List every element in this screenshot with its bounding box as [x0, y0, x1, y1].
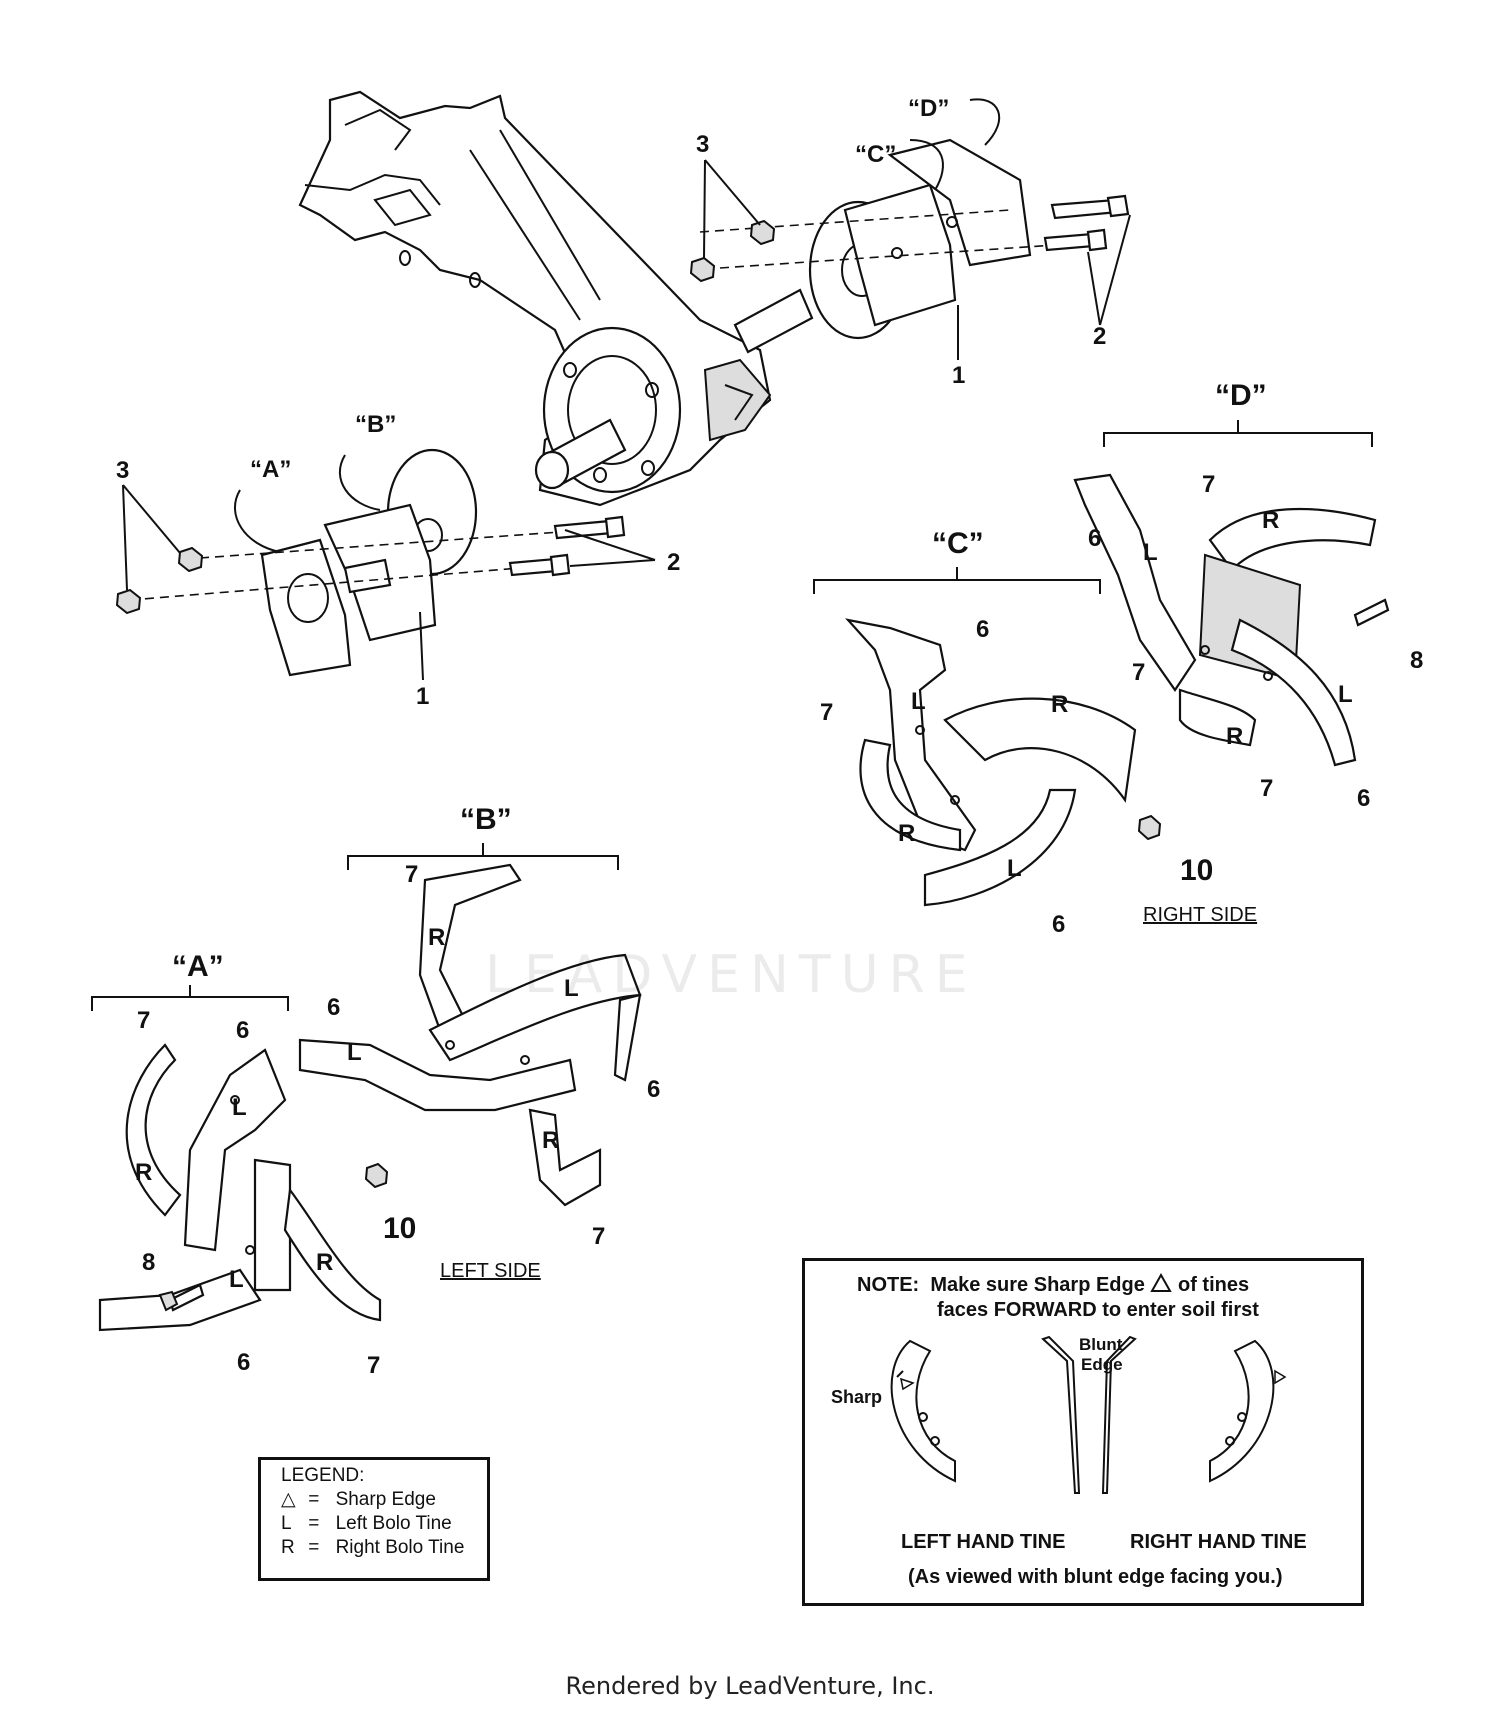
- label-8-d: 8: [1410, 647, 1423, 674]
- legend-item-right: R = Right Bolo Tine: [281, 1536, 487, 1560]
- callout-labels: “D” “C” 3 2 1 “B” “A” 3 2 1 “D” “C” “B” …: [116, 95, 1423, 1379]
- left-hub-assembly: [115, 448, 626, 677]
- tine-cluster-c: [844, 618, 1137, 907]
- legend-text: Sharp Edge: [335, 1489, 436, 1510]
- label-6-a-low: 6: [237, 1349, 250, 1376]
- label-6-a: 6: [236, 1017, 249, 1044]
- note-blunt-label-2: Edge: [1081, 1355, 1123, 1374]
- group-d-header: “D”: [1215, 379, 1267, 412]
- assembly-arrows: [234, 98, 1001, 553]
- legend-symbol: △: [281, 1489, 296, 1510]
- label-8-a: 8: [142, 1249, 155, 1276]
- note-line-1: NOTE: Make sure Sharp Edge of tines: [857, 1272, 1250, 1297]
- note-viewed-caption: (As viewed with blunt edge facing you.): [908, 1566, 1283, 1588]
- right-hub-assembly: [689, 138, 1130, 340]
- tine-letter-l-c2: L: [1007, 855, 1022, 882]
- note-line-2: faces FORWARD to enter soil first: [937, 1299, 1259, 1321]
- legend-equals: =: [308, 1489, 320, 1510]
- label-6-c: 6: [976, 616, 989, 643]
- label-6-b: 6: [327, 994, 340, 1021]
- nut-10-left: [364, 1162, 389, 1189]
- legend-item-sharp: △ = Sharp Edge: [281, 1488, 487, 1512]
- label-3-top: 3: [696, 131, 709, 158]
- tine-letter-r-a2: R: [316, 1249, 333, 1276]
- tine-letter-r-b: R: [428, 924, 445, 951]
- label-1-top: 1: [952, 362, 965, 389]
- tine-letter-l-a2: L: [229, 1266, 244, 1293]
- tine-letter-r-c2: R: [898, 820, 915, 847]
- label-10-left: 10: [383, 1212, 416, 1245]
- right-hand-tine-label: RIGHT HAND TINE: [1130, 1531, 1307, 1553]
- legend-symbol: L: [281, 1513, 292, 1534]
- transmission-housing: [298, 90, 814, 507]
- tine-letter-r-c: R: [1051, 691, 1068, 718]
- label-6-c-low: 6: [1052, 911, 1065, 938]
- tine-cluster-a: [98, 1043, 382, 1332]
- label-7-a: 7: [137, 1007, 150, 1034]
- label-2-top: 2: [1093, 323, 1106, 350]
- legend-symbol: R: [281, 1537, 295, 1558]
- tine-letter-r-d2: R: [1226, 723, 1243, 750]
- legend-equals: =: [308, 1537, 320, 1558]
- nut-10-right: [1137, 814, 1162, 841]
- tine-letter-l-a: L: [232, 1094, 247, 1121]
- label-7-a-low: 7: [367, 1352, 380, 1379]
- label-3-left: 3: [116, 457, 129, 484]
- tine-letter-l-d2: L: [1338, 681, 1353, 708]
- label-7-b: 7: [405, 861, 418, 888]
- legend-title: LEGEND:: [281, 1465, 365, 1486]
- legend-equals: =: [308, 1513, 320, 1534]
- tine-letter-l-b2: L: [347, 1039, 362, 1066]
- label-7-c-right: 7: [1132, 659, 1145, 686]
- tine-orientation-figure: [890, 1335, 1287, 1494]
- group-c-header: “C”: [932, 527, 984, 560]
- label-6-b-right: 6: [647, 1076, 660, 1103]
- group-a-header: “A”: [172, 950, 224, 983]
- footer-credit: Rendered by LeadVenture, Inc.: [565, 1672, 935, 1700]
- tine-letter-l-c: L: [911, 688, 926, 715]
- label-group-d-top: “D”: [908, 95, 949, 122]
- group-brackets: [91, 420, 1373, 1011]
- note-box: NOTE: Make sure Sharp Edge of tines face…: [802, 1258, 1364, 1606]
- note-text-a: Make sure Sharp Edge: [930, 1274, 1145, 1296]
- note-sharp-label: Sharp: [831, 1387, 883, 1407]
- left-hand-tine-label: LEFT HAND TINE: [901, 1531, 1066, 1553]
- tine-cluster-d: [1073, 473, 1377, 767]
- right-side-label: RIGHT SIDE: [1143, 904, 1257, 926]
- label-group-b-top: “B”: [355, 411, 396, 438]
- leader-lines: [122, 159, 1131, 681]
- note-blunt-label-1: Blunt: [1079, 1335, 1123, 1354]
- label-7-d: 7: [1202, 471, 1215, 498]
- note-prefix: NOTE:: [857, 1274, 920, 1296]
- label-7-c: 7: [820, 699, 833, 726]
- group-b-header: “B”: [460, 803, 512, 836]
- bolt-8-right: [1353, 598, 1390, 627]
- label-group-c-top: “C”: [855, 141, 896, 168]
- tine-letter-r-a: R: [135, 1159, 152, 1186]
- tine-letter-l-b: L: [564, 975, 579, 1002]
- legend-box: LEGEND: △ = Sharp Edge L = Left Bolo Tin…: [258, 1457, 490, 1581]
- tine-letter-r-d: R: [1262, 507, 1279, 534]
- tine-cluster-b: [298, 863, 642, 1207]
- legend-text: Left Bolo Tine: [335, 1513, 452, 1534]
- note-text-b: of tines: [1178, 1274, 1250, 1296]
- label-2-left: 2: [667, 549, 680, 576]
- tine-letter-r-b2: R: [542, 1127, 559, 1154]
- left-side-label: LEFT SIDE: [440, 1260, 541, 1282]
- label-10-right: 10: [1180, 854, 1213, 887]
- watermark: LEADVENTURE: [485, 945, 978, 1005]
- label-6-d-low: 6: [1357, 785, 1370, 812]
- label-group-a-top: “A”: [250, 456, 291, 483]
- label-7-d-low: 7: [1260, 775, 1273, 802]
- tine-letter-l-d: L: [1143, 539, 1158, 566]
- label-7-b-low: 7: [592, 1223, 605, 1250]
- legend-text: Right Bolo Tine: [335, 1537, 465, 1558]
- sharp-edge-triangle-icon: [1150, 1272, 1173, 1292]
- label-1-left: 1: [416, 683, 429, 710]
- legend-item-left: L = Left Bolo Tine: [281, 1512, 487, 1536]
- label-6-d: 6: [1088, 525, 1101, 552]
